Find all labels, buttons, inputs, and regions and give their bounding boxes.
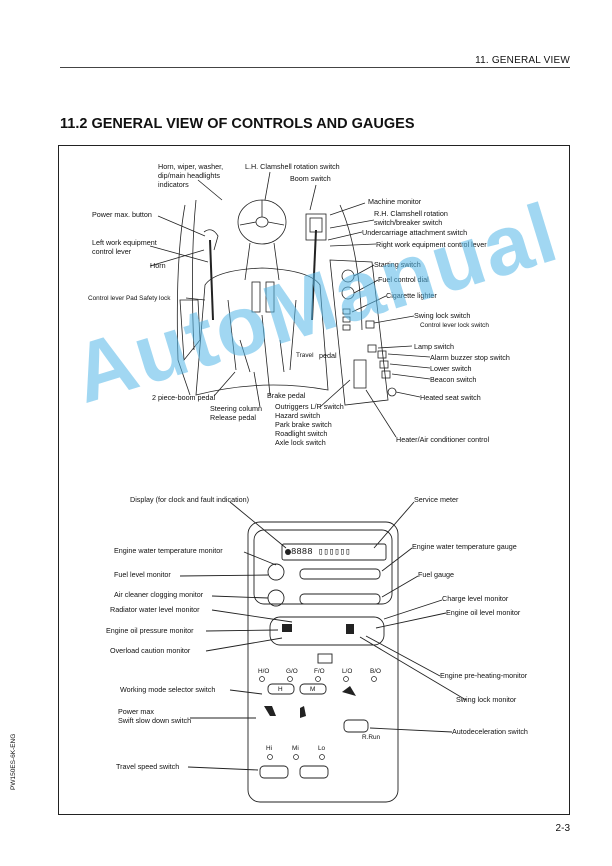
label-working-mode: Working mode selector switch (120, 685, 216, 694)
label-engine-oil-pressure: Engine oil pressure monitor (106, 626, 194, 635)
label-power-max-2: Swift slow down switch (118, 716, 192, 725)
label-travel-speed: Travel speed switch (116, 762, 180, 771)
speed-label-hi: Hi (266, 745, 273, 752)
label-overload: Overload caution monitor (110, 646, 191, 655)
document-code: PW150ES-6K-ENG (10, 733, 17, 790)
label-power-max-1: Power max (118, 707, 154, 716)
label-two-piece-boom: 2 piece-boom pedal (152, 393, 216, 402)
label-engine-oil-level: Engine oil level monitor (446, 608, 521, 617)
label-lh-clamshell: L.H. Clamshell rotation switch (245, 162, 340, 171)
label-radiator-water: Radiator water level monitor (110, 605, 200, 614)
mode-label-bo: B/O (370, 668, 382, 675)
label-fuel-gauge: Fuel gauge (418, 570, 454, 579)
label-lamp-switch: Lamp switch (414, 342, 454, 351)
label-swing-lock: Swing lock switch (414, 311, 471, 320)
chapter-title: 11. GENERAL VIEW (475, 55, 570, 66)
label-eng-water-temp-gauge: Engine water temperature gauge (412, 542, 517, 551)
figure-frame (58, 145, 570, 815)
mode-label-lo: L/O (342, 668, 353, 675)
label-cigarette: Cigarette lighter (386, 291, 437, 300)
label-brake-pedal: Brake pedal (267, 391, 306, 400)
mode-button-h[interactable]: H (278, 686, 283, 693)
label-power-max-button: Power max. button (92, 210, 152, 219)
label-steering-column: Steering column (210, 404, 262, 413)
mode-label-fo: F/O (314, 668, 325, 675)
label-swing-lock-monitor: Swing lock monitor (456, 695, 517, 704)
label-rh-clamshell: R.H. Clamshell rotation (374, 209, 448, 218)
label-charge-level: Charge level monitor (442, 594, 509, 603)
label-horn-wiper: Horn, wiper, washer, (158, 162, 224, 171)
label-eng-water-temp-monitor: Engine water temperature monitor (114, 546, 223, 555)
label-outriggers: Outriggers L/R switch (275, 402, 344, 411)
label-park-brake: Park brake switch (275, 420, 332, 429)
label-left-lever-1: Left work equipment (92, 238, 157, 247)
label-pad-safety: Control lever Pad Safety lock (88, 295, 171, 302)
label-switch-breaker: switch/breaker switch (374, 218, 443, 227)
mode-button-m[interactable]: M (310, 686, 316, 693)
label-heated-seat: Heated seat switch (420, 393, 481, 402)
label-left-lever-2: control lever (92, 247, 132, 256)
label-control-lever-lock: Control lever lock switch (420, 322, 489, 329)
label-air-cleaner: Air cleaner clogging monitor (114, 590, 204, 599)
display-digits: 8888 ▯▯▯▯▯▯ (291, 547, 351, 557)
label-starting-switch: Starting switch (374, 260, 421, 269)
label-display: Display (for clock and fault indication) (130, 495, 250, 504)
label-travel-pedal-b: pedal (319, 351, 337, 360)
label-dip-main: dip/main headlights (158, 171, 220, 180)
label-axle-lock: Axle lock switch (275, 438, 326, 447)
label-machine-monitor: Machine monitor (368, 197, 422, 206)
label-indicators: indicators (158, 180, 189, 189)
label-beacon-switch: Beacon switch (430, 375, 477, 384)
label-right-lever: Right work equipment control lever (376, 240, 487, 249)
label-fuel-dial: Fuel control dial (378, 275, 429, 284)
label-heater-ac: Heater/Air conditioner control (396, 435, 490, 444)
label-hazard: Hazard switch (275, 411, 321, 420)
label-alarm-buzzer: Alarm buzzer stop switch (430, 353, 510, 362)
label-autodecel: Autodeceleration switch (452, 727, 528, 736)
label-horn: Horn (150, 261, 166, 270)
label-release-pedal: Release pedal (210, 413, 256, 422)
speed-label-mi: Mi (292, 745, 299, 752)
label-service-meter: Service meter (414, 495, 459, 504)
label-travel-pedal-a: Travel (296, 352, 314, 359)
label-lower-switch: Lower switch (430, 364, 472, 373)
label-pre-heating: Engine pre-heating-monitor (440, 671, 528, 680)
speed-label-lo: Lo (318, 745, 326, 752)
mode-label-ho: H/O (258, 668, 270, 675)
label-boom-switch: Boom switch (290, 174, 331, 183)
label-undercarriage: Undercarriage attachment switch (362, 228, 468, 237)
label-roadlight: Roadlight switch (275, 429, 328, 438)
label-fuel-level-monitor: Fuel level monitor (114, 570, 171, 579)
section-title: 11.2 GENERAL VIEW OF CONTROLS AND GAUGES (60, 116, 415, 132)
mode-label-go: G/O (286, 668, 298, 675)
header-rule (60, 67, 570, 68)
page-number: 2-3 (555, 823, 570, 834)
r-run-label: R.Run (362, 734, 381, 741)
